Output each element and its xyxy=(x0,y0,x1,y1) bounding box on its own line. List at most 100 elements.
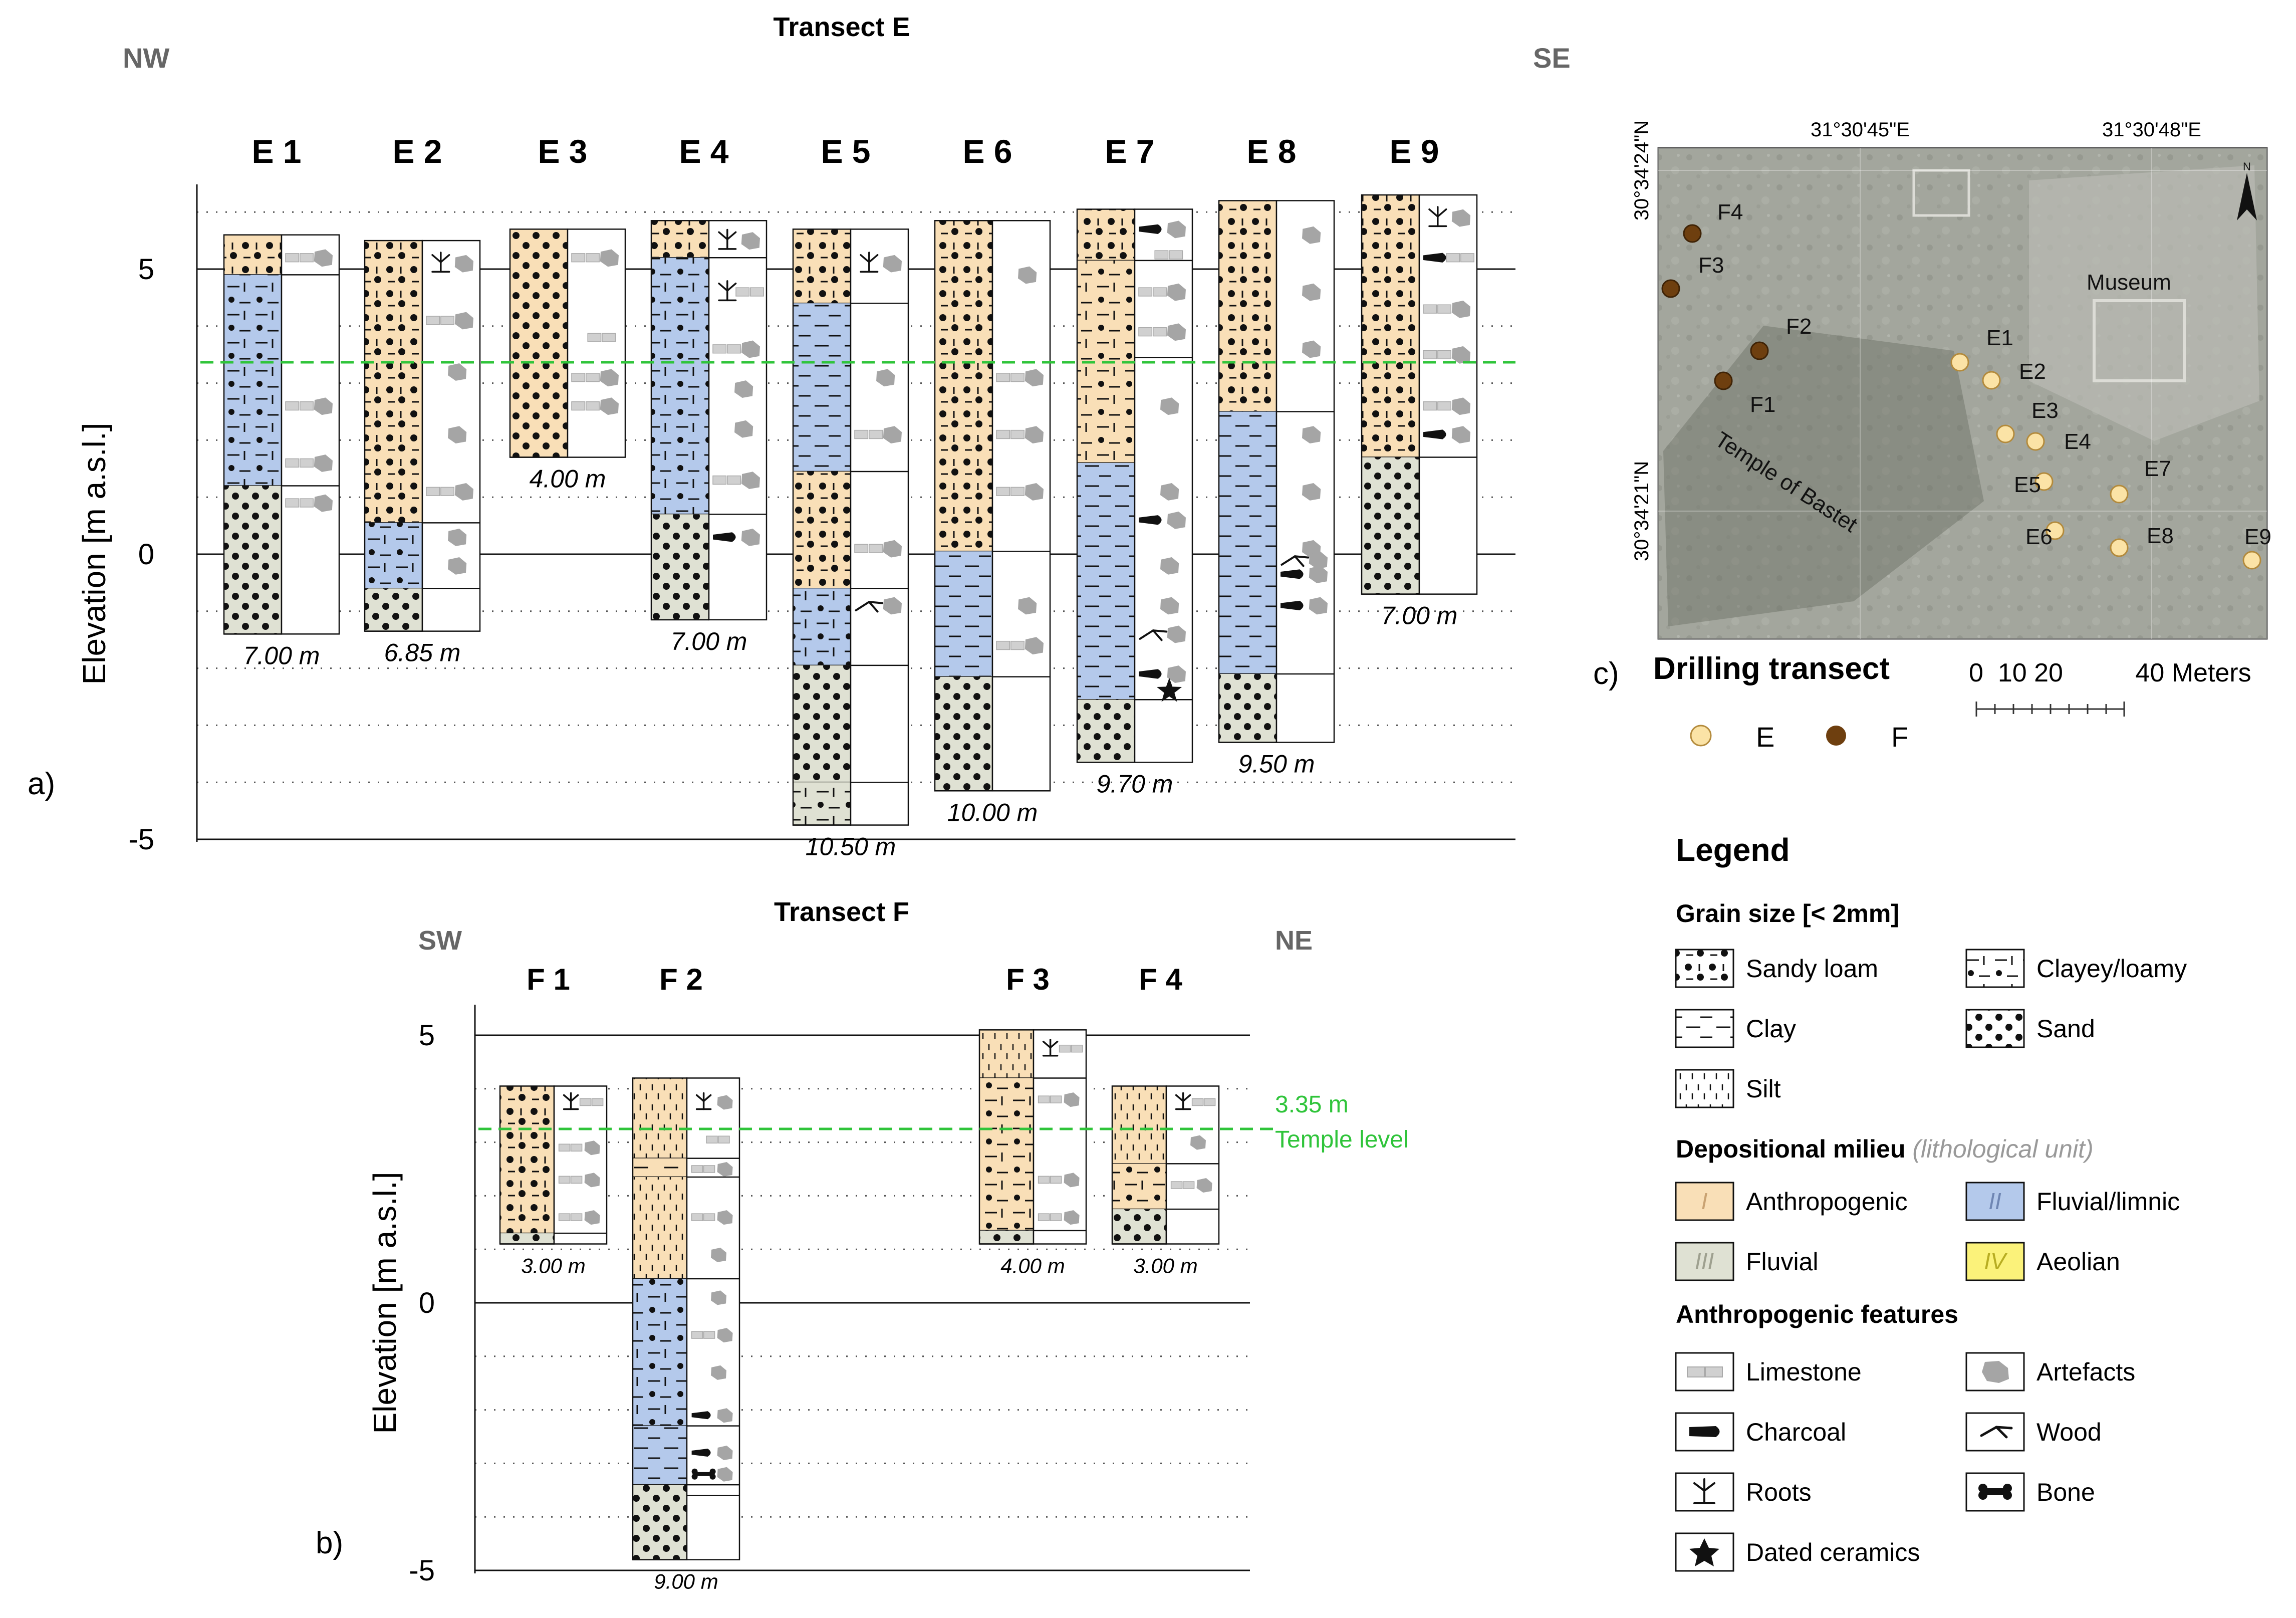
roots-branch xyxy=(1428,208,1439,217)
limestone-icon xyxy=(727,475,741,485)
limestone-icon xyxy=(1010,373,1025,382)
limestone-icon xyxy=(1153,327,1167,337)
limestone-icon xyxy=(440,316,454,325)
roots-icon xyxy=(1693,1478,1715,1504)
limestone-icon xyxy=(591,1098,604,1106)
roots-branch xyxy=(563,1094,572,1102)
artefact-icon xyxy=(1167,511,1186,529)
grain-pattern xyxy=(500,1086,554,1234)
limestone-icon xyxy=(1071,1044,1083,1053)
core-depth-label: 10.00 m xyxy=(947,798,1038,826)
map-lat-label-2: 30°34'21"N xyxy=(1631,461,1653,561)
features-column xyxy=(281,234,340,635)
coring-point-f4 xyxy=(1683,224,1702,243)
limestone-icon xyxy=(703,1213,715,1221)
legend-wood: Wood xyxy=(2036,1418,2102,1446)
legend-charcoal: Charcoal xyxy=(1746,1418,1846,1446)
wood-twig xyxy=(868,601,879,613)
artefact-icon xyxy=(1064,1210,1080,1225)
artefact-icon xyxy=(600,397,619,415)
limestone-icon xyxy=(1423,350,1437,359)
grain-pattern xyxy=(365,523,422,589)
y-tick-label: -5 xyxy=(128,823,154,856)
legend-artefacts: Artefacts xyxy=(2036,1358,2135,1386)
limestone-icon xyxy=(996,373,1010,382)
grain-pattern xyxy=(633,1278,687,1426)
artefact-icon xyxy=(1451,397,1470,415)
map-museum-label: Museum xyxy=(2087,270,2171,295)
wood-icon xyxy=(1139,629,1168,641)
coring-point-f3 xyxy=(1661,279,1680,298)
limestone-icon xyxy=(426,316,440,325)
grain-pattern xyxy=(1219,673,1277,743)
grain-pattern xyxy=(651,258,709,515)
roots-branch xyxy=(726,282,737,292)
roots-branch xyxy=(1175,1094,1184,1102)
roots-branch xyxy=(718,282,728,292)
coring-point-label: E3 xyxy=(2031,398,2059,423)
drilling-transect-title: Drilling transect xyxy=(1653,651,1890,686)
core-depth-label: 6.85 m xyxy=(384,639,461,667)
transect-f-gridlines xyxy=(475,1034,1250,1571)
features-column xyxy=(686,1077,740,1560)
star-icon xyxy=(1689,1538,1719,1566)
coring-point-e2 xyxy=(1982,371,2001,390)
charcoal-icon xyxy=(1139,515,1162,525)
legend-fluvial: Fluvial xyxy=(1746,1248,1818,1276)
legend-f-label: F xyxy=(1891,721,1908,753)
museum-building xyxy=(2093,299,2186,382)
limestone-icon xyxy=(285,498,300,508)
artefact-icon xyxy=(1302,483,1321,501)
swatch-fluvial-limnic-num: II xyxy=(1988,1188,2001,1214)
roots-branch xyxy=(440,254,450,263)
core-column: E 26.85 m xyxy=(364,133,481,667)
transect-e-dir-right: SE xyxy=(1533,42,1571,74)
charcoal-icon xyxy=(1423,429,1446,439)
artefact-icon xyxy=(1167,283,1186,301)
transect-e-title: Transect E xyxy=(773,12,910,42)
limestone-icon xyxy=(1050,1095,1062,1103)
artefact-icon xyxy=(1309,551,1328,569)
roots-icon xyxy=(860,252,879,273)
grain-pattern xyxy=(1112,1209,1166,1244)
grain-pattern xyxy=(979,1030,1034,1078)
artefact-icon xyxy=(1196,1178,1212,1193)
core-depth-label: 9.70 m xyxy=(1097,770,1173,798)
core-label: E 4 xyxy=(679,133,728,170)
charcoal-icon xyxy=(713,532,736,542)
artefact-icon xyxy=(1167,220,1186,239)
transect-e-ylabel: Elevation [m a.s.l.] xyxy=(76,423,112,685)
swatch-sand xyxy=(1965,1009,2025,1048)
limestone-icon xyxy=(703,1331,715,1339)
transect-e-cores: E 17.00 mE 26.85 mE 34.00 mE 47.00 mE 51… xyxy=(223,133,1478,861)
artefact-icon xyxy=(1167,665,1186,683)
core-depth-label: 3.00 m xyxy=(1133,1254,1197,1278)
transect-f-dir-left: SW xyxy=(418,926,462,956)
limestone-icon xyxy=(300,458,314,468)
coring-point-e6 xyxy=(2046,521,2065,540)
grain-pattern xyxy=(1362,457,1419,594)
artefact-icon xyxy=(741,472,760,490)
bone-knob xyxy=(709,1468,716,1475)
artefact-icon xyxy=(741,340,760,358)
y-tick-label: 0 xyxy=(419,1287,435,1319)
limestone-icon xyxy=(586,401,600,411)
artefact-icon xyxy=(1025,369,1044,387)
core-label: F 1 xyxy=(527,963,570,996)
limestone-icon xyxy=(587,333,602,342)
grain-pattern xyxy=(1362,195,1419,457)
roots-branch xyxy=(1042,1040,1052,1049)
coring-point-f2 xyxy=(1750,341,1769,360)
roots-branch xyxy=(726,231,737,241)
coring-point-e4 xyxy=(2026,432,2045,451)
limestone-icon xyxy=(996,487,1010,496)
artefact-icon xyxy=(584,1210,600,1225)
artefact-icon xyxy=(1064,1092,1080,1107)
grain-pattern xyxy=(1112,1164,1166,1210)
transect-f-dir-right: NE xyxy=(1275,926,1313,956)
roots-icon xyxy=(718,228,737,250)
y-tick-label: 5 xyxy=(138,253,154,286)
grain-pattern xyxy=(979,1230,1034,1244)
artefact-icon xyxy=(584,1173,600,1188)
